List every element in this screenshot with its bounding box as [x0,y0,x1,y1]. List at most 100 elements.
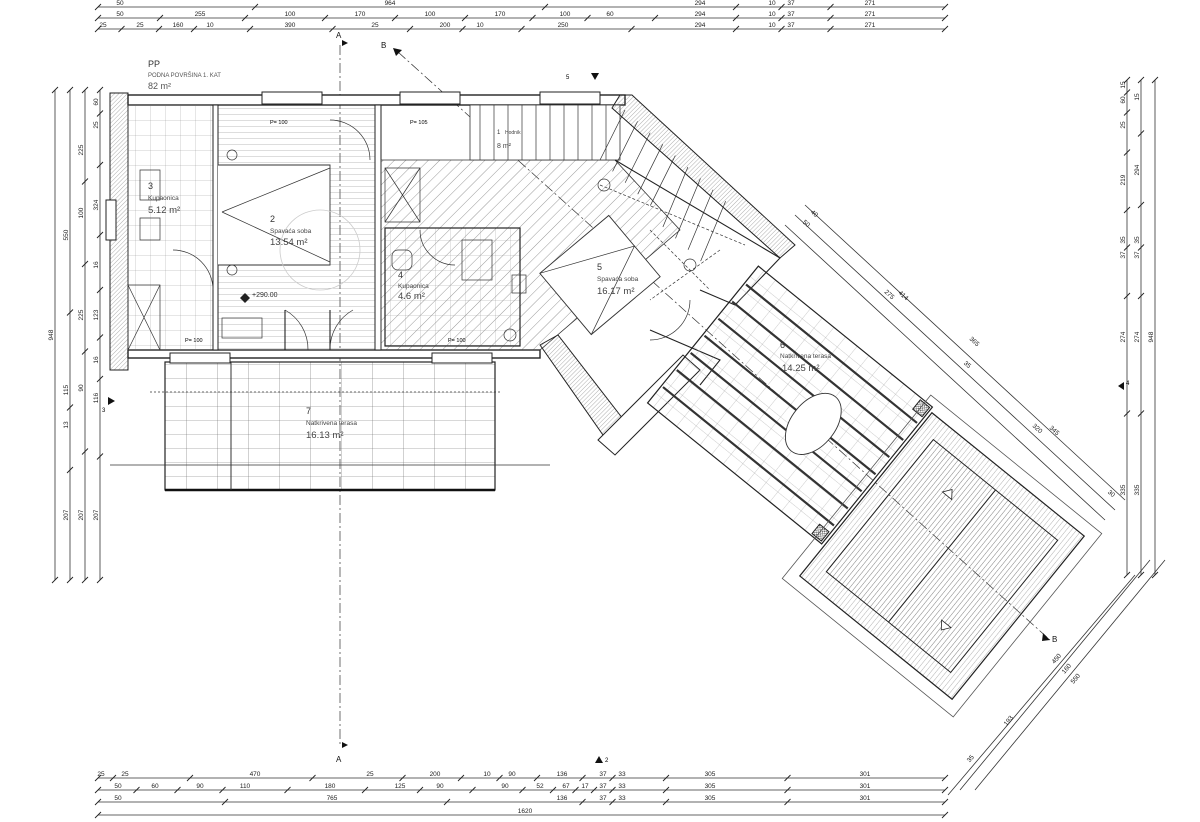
dimension-label: 207 [93,509,100,520]
room-2-label: 2 Spavaća soba 13.54 m² [270,214,312,248]
dimension-tick [133,786,140,794]
dimension-label: 160 [173,22,184,29]
dimension-tick [827,3,834,11]
dimension-tick [96,453,104,460]
plan-title: PP PODNA POVRŠINA 1. KAT 82 m² [148,59,221,91]
view-arrow-icon [1118,382,1124,390]
dimension-label: 35 [966,754,976,764]
dimension-tick [66,576,74,584]
section-arrow-icon [342,742,348,748]
dimension-label: 15 [1120,81,1127,89]
dimension-label: 271 [865,0,876,7]
dimension-label: 35 [962,360,972,370]
dimension-tick [529,14,536,22]
room-5-label: 5 Spavaća soba 16.17 m² [597,262,639,297]
dimension-tick [156,14,164,22]
dimension-label: 33 [618,771,626,778]
dimension-label: 1620 [518,808,533,815]
dimension-tick [81,576,89,584]
dimension-label: 345 [1048,425,1061,438]
room-3-label: 3 Kupaonica 5.12 m² [148,181,180,216]
dimension-tick [579,774,586,782]
dimension-tick [1123,76,1131,84]
dimension-label: 335 [1134,484,1141,495]
dimension-tick [1137,76,1145,84]
dimension-label: 52 [536,783,544,790]
dimension-tick [1123,109,1131,116]
dimension-tick [1137,571,1145,579]
dimension-label: 37 [787,22,795,29]
dimension-label: 110 [240,783,251,790]
dimension-tick [94,774,102,782]
dimension-tick [459,25,466,33]
dimension-tick [651,14,659,22]
dimension-label: 765 [327,795,338,802]
dimension-tick [609,786,616,794]
dimension-label: 25 [1120,121,1127,129]
room-name: Hodnik [505,130,521,136]
dimension-tick [941,786,949,794]
level-marker-icon [240,293,250,303]
dimension-label: 274 [1134,331,1141,342]
dimension-label: 550 [63,229,70,240]
view-mark-right: 4 [1126,381,1130,387]
dimension-label: 17 [581,783,589,790]
dimension-line [974,559,1166,791]
dimension-tick [81,86,89,94]
dimension-label: 470 [250,771,261,778]
dimension-tick [572,786,579,794]
dimension-line [959,559,1151,791]
dimension-tick [941,774,949,782]
dimension-label: 390 [285,22,296,29]
room-area: 14.25 m² [782,363,820,374]
dimension-tick [321,14,329,22]
dimension-tick [784,786,791,794]
dimension-tick [81,348,89,355]
room-area: 16.17 m² [597,286,635,297]
dimension-label: 50 [116,0,124,7]
dimension-tick [609,798,616,806]
dimension-tick [628,25,635,33]
dimension-tick [1137,244,1145,251]
dimension-label: 301 [860,783,871,790]
room-number: 7 [306,406,311,416]
dimension-label: 948 [48,329,55,340]
dimension-label: 301 [860,795,871,802]
dimension-label: 100 [560,11,571,18]
dimension-tick [221,798,229,806]
dimension-tick [662,786,670,794]
room-number: 5 [597,262,602,272]
dimension-label: 100 [425,11,436,18]
section-arrow-icon [342,40,348,46]
room-area: 16.13 m² [306,430,344,441]
dimension-label: 275 [883,289,896,302]
section-a-bottom: A [336,755,342,764]
dimension-tick [118,25,125,33]
dimension-tick [549,786,557,794]
dimension-tick [1123,149,1131,156]
dimension-tick [1123,89,1131,96]
dimension-label: 90 [501,783,509,790]
dimension-label: 37 [1134,251,1141,259]
dimension-tick [941,25,949,33]
dimension-tick [361,786,369,794]
dimension-label: 16 [93,261,100,269]
dimension-label: 30 [1106,489,1116,499]
dimension-label: 90 [196,783,204,790]
dimension-label: 115 [63,384,70,395]
dimension-tick [51,576,59,584]
dimension-line [804,204,1126,501]
dimension-tick [732,3,740,11]
dimension-label: 305 [705,783,716,790]
dimension-tick [1137,292,1145,300]
dimension-label: 255 [195,11,206,18]
dimension-tick [94,14,102,22]
dimension-tick [461,14,469,22]
dimension-label: 170 [355,11,366,18]
dimension-tick [1137,130,1145,137]
dimension-label: 207 [63,509,70,520]
dimension-tick [533,774,541,782]
dimension-tick [81,448,89,455]
room-name: Kupaonica [148,195,179,202]
dimension-label: 180 [325,783,336,790]
